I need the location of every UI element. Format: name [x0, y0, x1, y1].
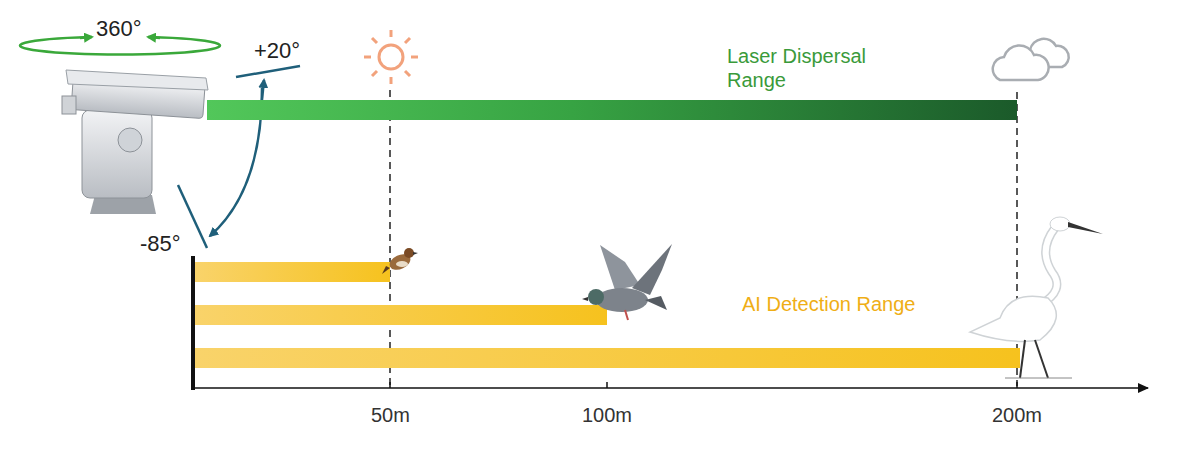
annotation-label: AI Detection Range [742, 292, 922, 316]
sparrow [382, 248, 418, 274]
annotation-label: -85° [140, 231, 181, 257]
range-bar: Laser Dispersal Range [207, 100, 1017, 120]
tilt-limit-line [178, 185, 207, 248]
egret [970, 217, 1103, 378]
tilt-arrow [262, 80, 264, 100]
distance-label: 100m [582, 403, 632, 427]
tick [1016, 382, 1018, 388]
guide-line [389, 90, 391, 386]
sun-icon [364, 30, 418, 84]
axis [191, 256, 195, 390]
detection-bar [195, 348, 1020, 368]
tick [606, 382, 608, 388]
detection-bar [195, 305, 607, 325]
distance-label: 200m [992, 403, 1042, 427]
laser-camera [62, 70, 208, 214]
rotation-arrow [80, 37, 92, 38]
annotation-label: 360° [96, 16, 142, 42]
detection-bar [195, 262, 390, 282]
annotation-label: +20° [254, 38, 300, 64]
distance-label: 50m [371, 403, 410, 427]
tilt-limit-line [236, 66, 300, 77]
rotation-arrow [148, 37, 160, 38]
axis [193, 387, 1148, 389]
pigeon [582, 244, 672, 320]
range-label: Laser Dispersal Range [727, 44, 907, 92]
tick [389, 382, 391, 388]
cloud-icon [993, 39, 1069, 80]
